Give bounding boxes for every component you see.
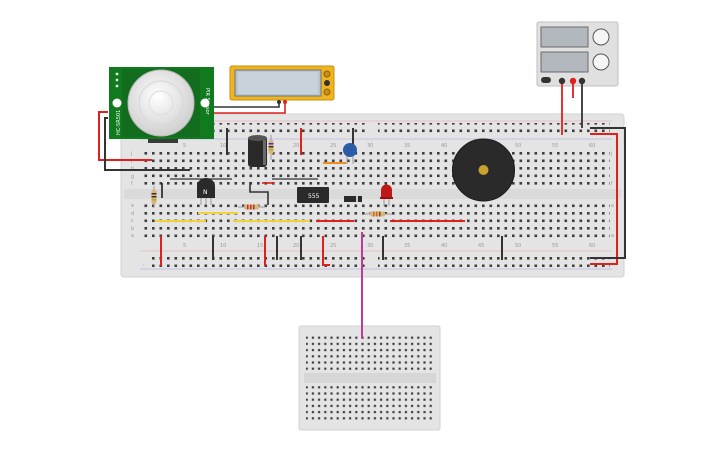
- ic-555-timer[interactable]: 555: [297, 187, 329, 203]
- npn-transistor[interactable]: N: [197, 178, 215, 205]
- row-label: e: [611, 203, 614, 209]
- pir-label-left: HC-SR501: [116, 110, 122, 135]
- wire-lcd-vcc[interactable]: [214, 100, 286, 114]
- col-label: 25: [330, 143, 336, 149]
- col-label: 30: [367, 143, 373, 149]
- components: N 555: [151, 135, 515, 217]
- col-label: 10: [220, 243, 226, 249]
- pir-label-right: PIR Sensor: [204, 88, 210, 116]
- piezo-buzzer[interactable]: [452, 138, 515, 202]
- col-label: 5: [183, 143, 186, 149]
- resistor[interactable]: [365, 211, 392, 217]
- psu-terminal-positive[interactable]: [569, 77, 577, 85]
- diode[interactable]: [344, 196, 362, 202]
- col-label: 40: [441, 143, 447, 149]
- red-led[interactable]: [380, 184, 393, 207]
- row-label: i: [131, 159, 132, 165]
- col-label: 55: [552, 143, 558, 149]
- psu-terminal-negative[interactable]: [558, 77, 566, 85]
- row-label: a: [611, 233, 614, 239]
- mount-hole: [200, 98, 210, 108]
- col-label: 50: [515, 243, 521, 249]
- wire-pir-vcc[interactable]: [98, 111, 152, 161]
- wire-pir-gnd[interactable]: [104, 117, 190, 171]
- pir-header-pins: [148, 139, 178, 143]
- jumper-red[interactable]: [322, 236, 330, 266]
- wire-rail-bridge-pos[interactable]: [590, 133, 618, 265]
- col-label: 25: [330, 243, 336, 249]
- col-label: 5: [183, 243, 186, 249]
- resistor[interactable]: [238, 204, 265, 210]
- pir-sensor[interactable]: HC-SR501 PIR Sensor: [109, 67, 214, 143]
- col-label: 30: [367, 243, 373, 249]
- lcd-pot[interactable]: [324, 80, 330, 86]
- resistor[interactable]: [151, 186, 157, 208]
- col-label: 50: [515, 143, 521, 149]
- jumper-black[interactable]: [249, 182, 269, 205]
- rail-minus-label: -: [143, 262, 145, 268]
- col-label: 10: [220, 143, 226, 149]
- electrolytic-capacitor[interactable]: [248, 135, 267, 167]
- row-label: d: [131, 211, 134, 217]
- col-label: 20: [293, 243, 299, 249]
- col-label: 55: [552, 243, 558, 249]
- psu-terminal-ground[interactable]: [578, 77, 586, 85]
- mini-breadboard[interactable]: [298, 325, 441, 431]
- col-label: 35: [404, 143, 410, 149]
- row-label: a: [131, 233, 134, 239]
- row-label: e: [131, 203, 134, 209]
- row-label: g: [131, 174, 134, 180]
- row-label: j: [610, 151, 612, 157]
- col-label: 20: [293, 143, 299, 149]
- column-labels-bottom: 5 10 15 20 25 30 35 40 45 50 55 60: [183, 243, 595, 249]
- transistor-label: N: [203, 189, 208, 196]
- row-label: j: [130, 151, 132, 157]
- col-label: 15: [257, 243, 263, 249]
- wire-rail-bridge-neg[interactable]: [590, 127, 626, 259]
- current-knob[interactable]: [592, 53, 610, 71]
- lcd-display[interactable]: [229, 65, 335, 101]
- wire-lcd-gnd[interactable]: [214, 100, 280, 108]
- col-label: 40: [441, 243, 447, 249]
- power-supply[interactable]: [536, 21, 619, 87]
- power-switch[interactable]: [541, 77, 551, 83]
- voltage-knob[interactable]: [592, 28, 610, 46]
- col-label: 35: [404, 243, 410, 249]
- col-label: 60: [589, 143, 595, 149]
- mount-hole: [112, 98, 122, 108]
- ceramic-capacitor[interactable]: [343, 143, 357, 164]
- row-label: f: [131, 181, 133, 187]
- resistor[interactable]: [268, 135, 274, 160]
- wires: [98, 84, 626, 338]
- row-label: b: [131, 226, 134, 232]
- col-label: 60: [589, 243, 595, 249]
- pir-dome: [127, 69, 195, 137]
- row-label: f: [611, 181, 613, 187]
- col-label: 45: [478, 243, 484, 249]
- row-label: c: [131, 218, 134, 224]
- ic-label: 555: [308, 193, 320, 200]
